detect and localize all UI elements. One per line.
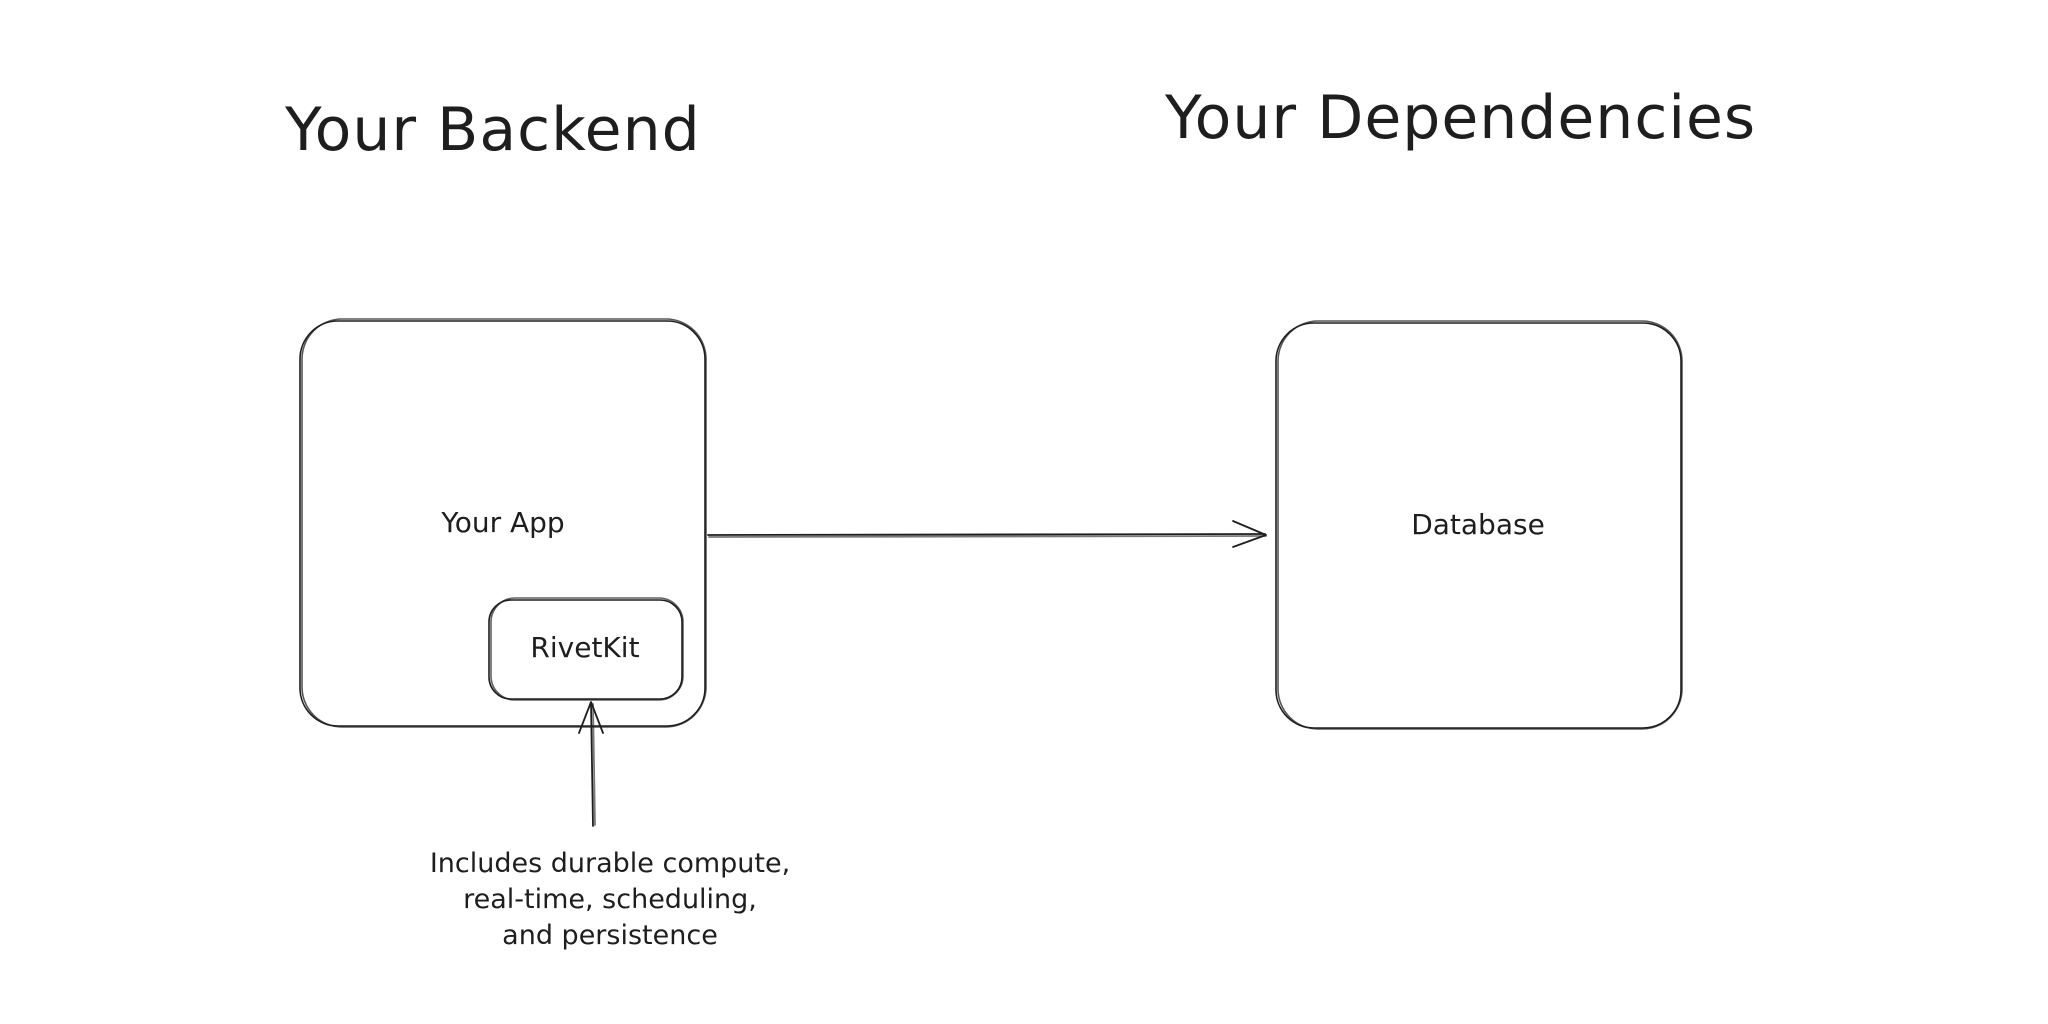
app-to-database-arrow [707, 520, 1267, 548]
rivetkit-annotation: Includes durable compute, real-time, sch… [430, 848, 790, 951]
heading-your-backend: Your Backend [284, 95, 701, 165]
your-app-box [299, 318, 707, 728]
your-app-label: Your App [440, 506, 564, 539]
annotation-line: Includes durable compute, [430, 848, 790, 879]
rivetkit-label: RivetKit [530, 631, 639, 664]
annotation-line: real-time, scheduling, [463, 884, 757, 915]
database-box [1275, 320, 1683, 730]
annotation-line: and persistence [502, 920, 718, 951]
database-label: Database [1411, 508, 1545, 541]
rivetkit-box [488, 597, 684, 701]
annotation-to-rivetkit-arrow [578, 701, 604, 827]
heading-your-dependencies: Your Dependencies [1164, 83, 1756, 153]
